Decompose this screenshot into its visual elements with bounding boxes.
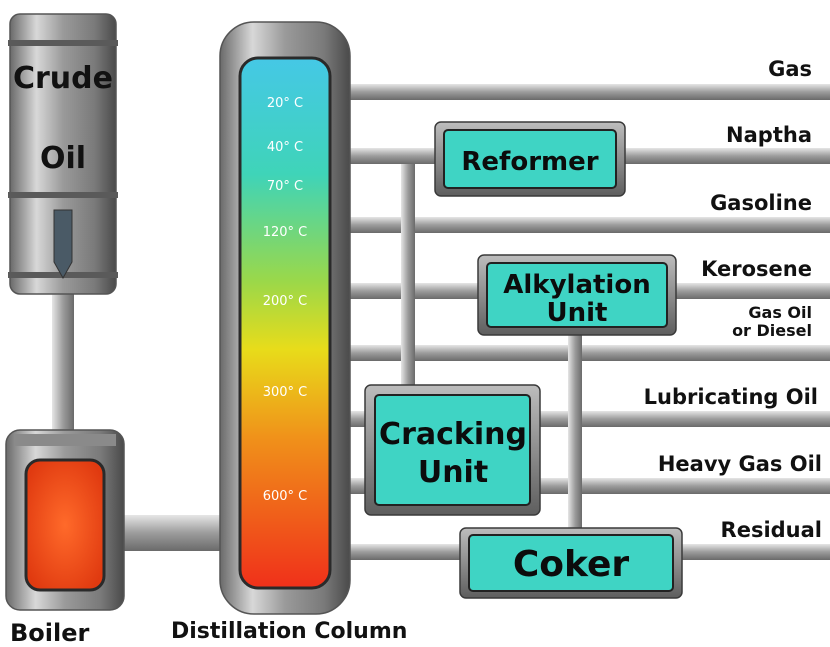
temp-label: 120° C [263,225,308,240]
alkylation-to-coker-pipe [568,325,582,535]
boiler-fire [24,458,106,592]
product-label-lubricating-oil: Lubricating Oil [644,385,818,409]
drum-to-boiler-pipe [52,290,74,430]
alkylation-unit: Alkylation Unit [477,254,677,336]
boiler-to-column-pipe [120,515,230,551]
drum-label-crude: Crude [13,61,113,96]
coker-label: Coker [513,544,630,585]
reformer-label: Reformer [461,147,598,177]
temp-label: 300° C [263,385,308,400]
drum-label-oil: Oil [40,141,86,176]
temp-label: 600° C [263,489,308,504]
boiler-caption: Boiler [10,619,90,647]
column-temperature-gradient [238,56,332,590]
gas-oil-pipe [345,345,830,361]
product-label-residual: Residual [721,518,822,542]
temp-label: 200° C [263,294,308,309]
cracking-unit: Cracking Unit [364,384,541,516]
temp-label: 20° C [267,96,303,111]
distillation-column: 20° C 40° C 70° C 120° C 200° C 300° C 6… [219,21,351,615]
coker-unit: Coker [459,527,683,599]
product-label-heavy-gas-oil: Heavy Gas Oil [658,452,822,476]
alkylation-label-line2: Unit [547,298,608,328]
product-label-gas: Gas [768,57,812,81]
gasoline-pipe [345,217,830,233]
reformer-unit: Reformer [434,121,626,197]
product-label-gasoline: Gasoline [710,191,812,215]
product-label-naptha: Naptha [726,123,812,147]
boiler [5,429,125,611]
product-label-kerosene: Kerosene [701,257,812,281]
temp-label: 40° C [267,140,303,155]
product-label-diesel: or Diesel [732,321,812,340]
column-caption: Distillation Column [171,619,407,644]
gas-pipe [345,84,830,100]
crude-oil-drum: Crude Oil [8,13,118,295]
alkylation-label-line1: Alkylation [503,270,650,300]
cracking-label-line1: Cracking [379,417,527,452]
cracking-label-line2: Unit [418,455,488,490]
temp-label: 70° C [267,179,303,194]
product-label-gas-oil: Gas Oil [748,303,812,322]
naptha-to-cracking-pipe [401,164,415,390]
